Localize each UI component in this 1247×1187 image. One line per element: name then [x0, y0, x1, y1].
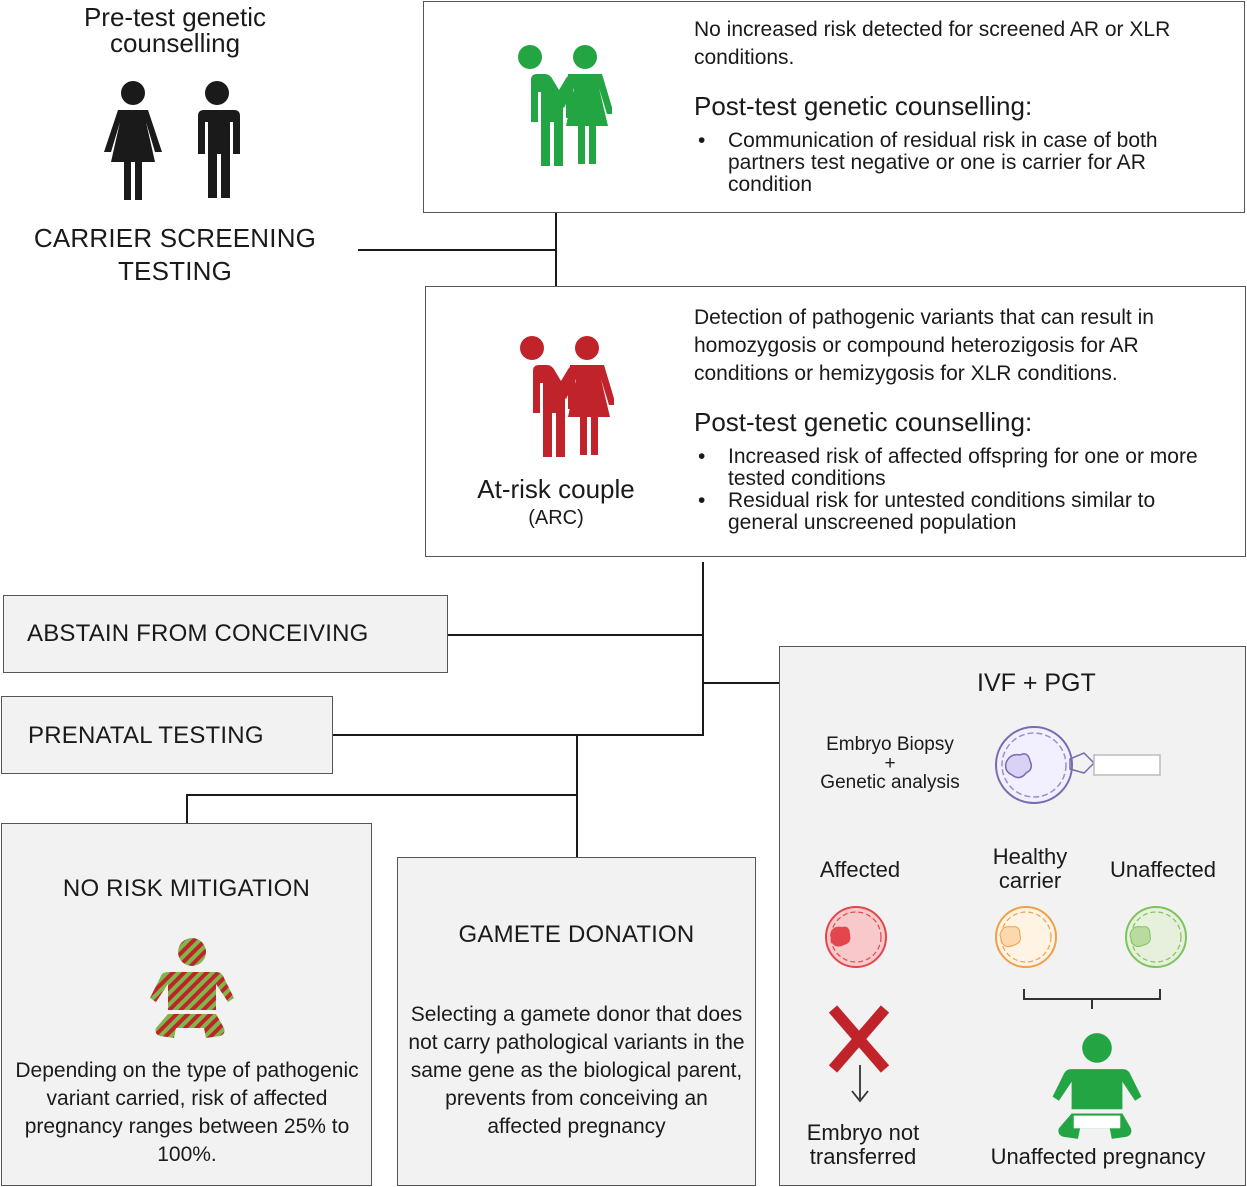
ivf-box: IVF + PGT Embryo Biopsy + Genetic analys…: [779, 646, 1246, 1186]
prenatal-box: PRENATAL TESTING: [1, 696, 333, 774]
biopsy-label: Embryo Biopsy + Genetic analysis: [820, 734, 960, 793]
gamete-title: GAMETE DONATION: [458, 921, 695, 948]
arc-box: At-risk couple (ARC) Detection of pathog…: [425, 286, 1246, 557]
arc-text: Detection of pathogenic variants that ca…: [694, 306, 1154, 385]
ivf-title: IVF + PGT: [977, 669, 1096, 697]
arc-heading: Post-test genetic counselling:: [694, 407, 1033, 437]
unaffected-pregnancy-label: Unaffected pregnancy: [990, 1144, 1206, 1169]
healthy-carrier-embryo-icon: [995, 906, 1057, 968]
pretest-title: Pre-test genetic counselling: [83, 2, 267, 58]
not-transferred-cross-icon: [828, 1005, 890, 1103]
bullet-item: Increased risk of affected offspring for…: [694, 446, 1214, 490]
no-risk-text: No increased risk detected for screened …: [694, 18, 1171, 69]
no-risk-bullets: Communication of residual risk in case o…: [694, 130, 1214, 196]
affected-embryo-icon: [825, 906, 887, 968]
prenatal-label: PRENATAL TESTING: [28, 722, 264, 749]
no-mitigation-text: Depending on the type of pathogenic vari…: [15, 1059, 359, 1166]
no-risk-heading: Post-test genetic counselling:: [694, 91, 1033, 121]
no-risk-box: No increased risk detected for screened …: [423, 1, 1245, 213]
couple-green-icon: [513, 45, 612, 166]
bracket: [1023, 989, 1161, 1009]
arc-label: At-risk couple (ARC): [477, 474, 635, 529]
abstain-label: ABSTAIN FROM CONCEIVING: [27, 620, 369, 647]
no-mitigation-title: NO RISK MITIGATION: [62, 875, 311, 902]
prenatal-arrow: [288, 707, 704, 744]
bullet-item: Communication of residual risk in case o…: [694, 130, 1214, 196]
baby-striped-icon: [150, 938, 234, 1038]
unaffected-label: Unaffected: [1109, 857, 1216, 882]
baby-green-icon: [1052, 1033, 1142, 1139]
couple-neutral-icon: [104, 81, 240, 200]
no-mitigation-box: NO RISK MITIGATION Depending on the type…: [1, 823, 372, 1186]
bullet-item: Residual risk for untested conditions si…: [694, 490, 1214, 534]
affected-label: Affected: [819, 857, 901, 882]
couple-red-icon: [515, 336, 614, 457]
abstain-box: ABSTAIN FROM CONCEIVING: [3, 595, 448, 673]
embryo-biopsy-icon: [995, 726, 1161, 804]
healthy-carrier-label: Healthy carrier: [992, 844, 1068, 893]
arc-bullets: Increased risk of affected offspring for…: [694, 446, 1214, 534]
carrier-screening-label: CARRIER SCREENING TESTING: [33, 223, 317, 286]
gamete-box: GAMETE DONATION Selecting a gamete donor…: [397, 857, 756, 1186]
unaffected-embryo-icon: [1125, 906, 1187, 968]
gamete-text: Selecting a gamete donor that does not c…: [408, 1003, 745, 1138]
not-transferred-label: Embryo not transferred: [806, 1120, 920, 1169]
